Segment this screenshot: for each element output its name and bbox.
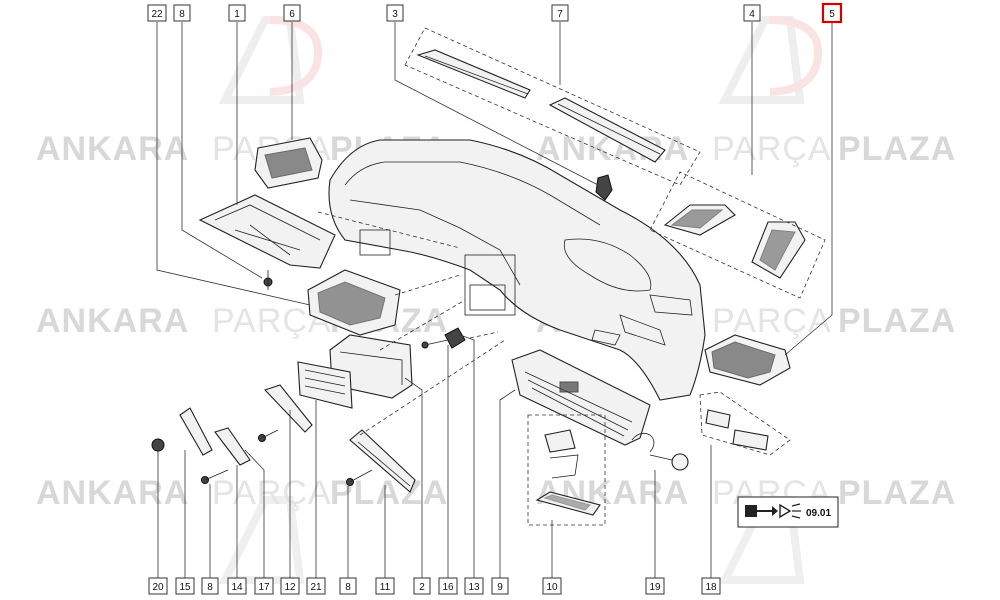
part-cover-21 [297, 361, 353, 409]
wm-plaza: PLAZA [838, 474, 956, 512]
callout-22: 22 [147, 4, 167, 22]
dashboard-body [328, 139, 706, 401]
callout-21: 21 [306, 577, 326, 595]
callout-label: 11 [380, 582, 391, 593]
callout-label: 18 [705, 582, 717, 593]
light-icon [779, 503, 801, 519]
part-center-vent-22 [307, 269, 401, 336]
callout-18: 18 [701, 577, 721, 595]
callout-3: 3 [386, 4, 404, 22]
watermark-row-2: ANKARA PARÇA PLAZA ANKARA PARÇA PLAZA [36, 302, 956, 340]
callout-12: 12 [280, 577, 300, 595]
leader-lines [156, 22, 833, 578]
part-lock-19 [649, 453, 689, 471]
group-frames [317, 27, 826, 526]
part-clip-20 [151, 438, 165, 458]
callout-4: 4 [743, 4, 761, 22]
wm-plaza: PLAZA [838, 302, 956, 340]
callout-label: 8 [179, 9, 185, 20]
part-trim-15 [179, 407, 213, 456]
callout-11: 11 [375, 577, 395, 595]
callout-15: 15 [175, 577, 195, 595]
part-clip-3 [595, 174, 613, 201]
part-clip-16 [421, 327, 466, 349]
callout-19: 19 [645, 577, 665, 595]
wm-parca: PARÇA [212, 474, 332, 512]
part-trim-14 [214, 427, 251, 466]
callout-label: 8 [345, 582, 351, 593]
callout-label: 9 [497, 582, 503, 593]
callout-9: 9 [491, 577, 509, 595]
part-speaker-grille-left-4 [663, 204, 736, 236]
part-hinge-9 [631, 432, 655, 453]
callout-label: 16 [442, 582, 454, 593]
wm-ankara: ANKARA [36, 130, 189, 168]
fuse-icon [745, 505, 778, 517]
callout-8: 8 [173, 4, 191, 22]
callout-label: 19 [649, 582, 661, 593]
part-duct-7 [548, 97, 666, 163]
callout-label: 20 [152, 582, 164, 593]
callout-label: 6 [289, 9, 295, 20]
wm-plaza: PLAZA [838, 130, 956, 168]
callout-label: 12 [284, 582, 296, 593]
callout-14: 14 [227, 577, 247, 595]
callout-2: 2 [413, 577, 431, 595]
wm-ankara: ANKARA [36, 302, 189, 340]
callout-label: 4 [749, 9, 755, 20]
callout-7: 7 [551, 4, 569, 22]
part-latch-10 [535, 429, 601, 516]
callout-label: 2 [419, 582, 425, 593]
part-lower-panel-1 [198, 194, 336, 269]
callout-20: 20 [148, 577, 168, 595]
part-panel-11 [349, 429, 416, 493]
callouts-top: 22 8 1 6 3 7 4 5 [147, 2, 843, 24]
wm-parca: PARÇA [712, 130, 832, 168]
callout-16: 16 [438, 577, 458, 595]
callout-label: 13 [468, 582, 480, 593]
callout-6: 6 [283, 4, 301, 22]
callout-8: 8 [201, 577, 219, 595]
part-screw-8 [263, 270, 273, 290]
wm-parca: PARÇA [712, 302, 832, 340]
callout-label: 15 [179, 582, 191, 593]
callout-label: 5 [829, 9, 835, 20]
part-vent-6 [254, 137, 323, 189]
part-screws-8-lower [201, 429, 373, 486]
callout-1: 1 [228, 4, 246, 22]
part-duct-3 [416, 49, 531, 99]
callout-label: 17 [258, 582, 270, 593]
callout-label: 1 [234, 9, 240, 20]
callout-label: 10 [546, 582, 558, 593]
callouts-bottom: 20 15 8 14 17 12 21 8 11 2 16 13 9 10 19… [148, 577, 721, 595]
part-grille-12 [264, 384, 313, 433]
callout-8: 8 [339, 577, 357, 595]
callout-17: 17 [254, 577, 274, 595]
part-speaker-grille-right-4 [751, 221, 806, 279]
callout-label: 3 [392, 9, 398, 20]
wm-ankara: ANKARA [36, 474, 189, 512]
part-glovebox-9 [511, 349, 651, 446]
callout-5-highlighted: 5 [821, 2, 843, 24]
watermark-layer: ANKARA PARÇA PLAZA ANKARA PARÇA PLAZA AN… [36, 16, 956, 584]
part-vent-5 [704, 334, 791, 386]
legend-box: 09.01 [737, 496, 839, 528]
callout-10: 10 [542, 577, 562, 595]
callout-13: 13 [464, 577, 484, 595]
callout-label: 22 [151, 9, 163, 20]
callout-label: 14 [231, 582, 243, 593]
legend-code: 09.01 [806, 508, 831, 519]
callout-label: 7 [557, 9, 563, 20]
callout-label: 21 [310, 582, 322, 593]
part-switches-18 [705, 409, 769, 451]
callout-label: 8 [207, 582, 213, 593]
